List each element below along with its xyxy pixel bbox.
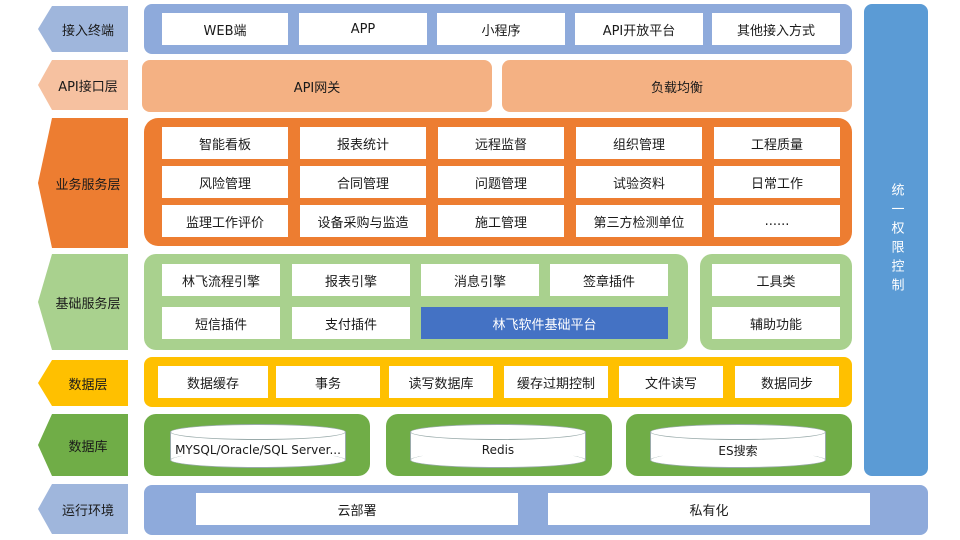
database-label-sql: MYSQL/Oracle/SQL Server... <box>175 443 341 457</box>
business-item: 风险管理 <box>162 166 288 198</box>
access-item-app: APP <box>299 13 427 45</box>
layer-label-access: 接入终端 <box>38 6 128 52</box>
tools-item: 工具类 <box>712 264 840 296</box>
data-item: 数据同步 <box>735 366 839 398</box>
layer-label-business: 业务服务层 <box>38 118 128 248</box>
data-item: 文件读写 <box>619 366 723 398</box>
database-label-es: ES搜索 <box>718 443 758 458</box>
runtime-item-cloud: 云部署 <box>196 493 518 525</box>
data-item: 数据缓存 <box>158 366 268 398</box>
business-item: 监理工作评价 <box>162 205 288 237</box>
layer-label-data: 数据层 <box>38 360 128 406</box>
business-item: 试验资料 <box>576 166 702 198</box>
access-item-open-api: API开放平台 <box>575 13 703 45</box>
api-gateway-block: API网关 <box>142 60 492 112</box>
data-item: 读写数据库 <box>389 366 493 398</box>
foundation-item: 短信插件 <box>162 307 280 339</box>
business-item: 报表统计 <box>300 127 426 159</box>
business-item: 合同管理 <box>300 166 426 198</box>
foundation-item: 林飞流程引擎 <box>162 264 280 296</box>
runtime-item-private: 私有化 <box>548 493 870 525</box>
foundation-item: 报表引擎 <box>292 264 410 296</box>
database-cylinder-redis: Redis <box>410 424 586 468</box>
database-cylinder-sql: MYSQL/Oracle/SQL Server... <box>170 424 346 468</box>
layer-label-api: API接口层 <box>38 60 128 110</box>
layer-label-foundation: 基础服务层 <box>38 254 128 350</box>
layer-label-database: 数据库 <box>38 414 128 476</box>
business-item: 远程监督 <box>438 127 564 159</box>
access-item-miniprogram: 小程序 <box>437 13 565 45</box>
business-item: 智能看板 <box>162 127 288 159</box>
business-item: 工程质量 <box>714 127 840 159</box>
load-balancer-block: 负载均衡 <box>502 60 852 112</box>
access-item-web: WEB端 <box>162 13 288 45</box>
business-item: 设备采购与监造 <box>300 205 426 237</box>
business-item: 第三方检测单位 <box>576 205 702 237</box>
assist-item: 辅助功能 <box>712 307 840 339</box>
database-label-redis: Redis <box>481 443 515 457</box>
business-item: 问题管理 <box>438 166 564 198</box>
business-item: 组织管理 <box>576 127 702 159</box>
data-item: 事务 <box>276 366 380 398</box>
layer-label-runtime: 运行环境 <box>38 484 128 534</box>
foundation-item: 支付插件 <box>292 307 410 339</box>
access-item-other: 其他接入方式 <box>712 13 840 45</box>
business-item: 施工管理 <box>438 205 564 237</box>
database-cylinder-es: ES搜索 <box>650 424 826 468</box>
foundation-item: 消息引擎 <box>421 264 539 296</box>
data-item: 缓存过期控制 <box>504 366 608 398</box>
platform-block: 林飞软件基础平台 <box>421 307 668 339</box>
business-item: ...... <box>714 205 840 237</box>
business-item: 日常工作 <box>714 166 840 198</box>
unified-permission-label: 统一权限控制 <box>888 183 904 297</box>
unified-permission-panel: 统一权限控制 <box>864 4 928 476</box>
foundation-item: 签章插件 <box>550 264 668 296</box>
